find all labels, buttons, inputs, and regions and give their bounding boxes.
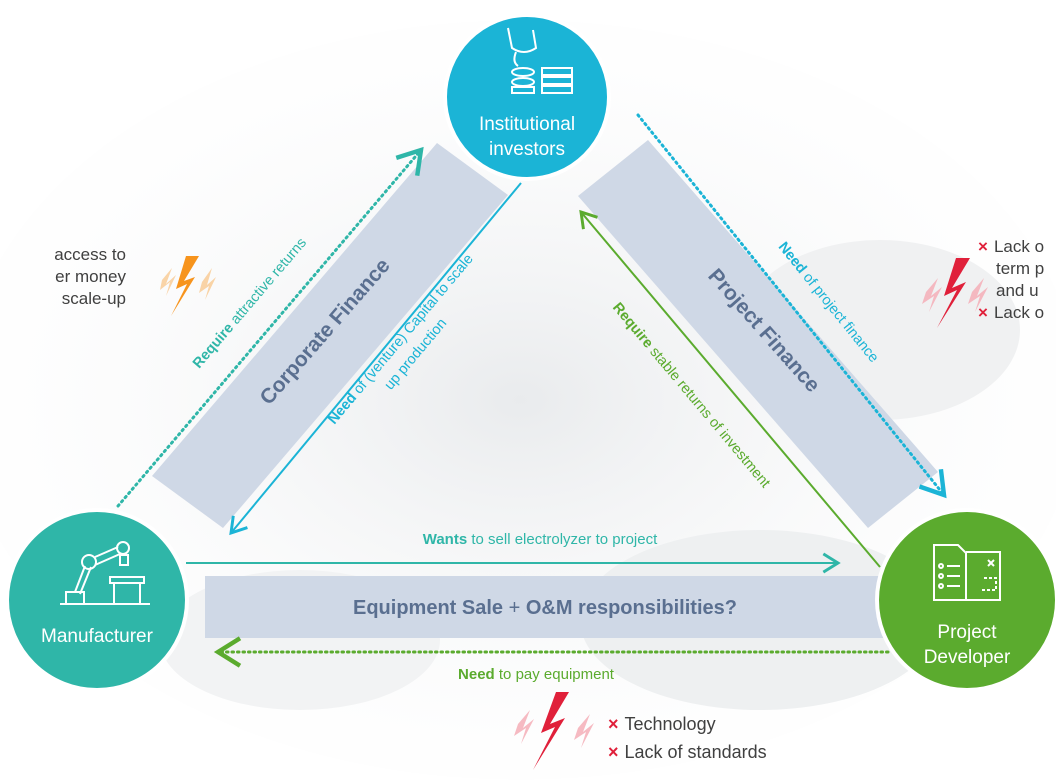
right-barrier-item: ×Lack o	[978, 237, 1045, 256]
project-finance-band	[578, 140, 938, 528]
corporate-finance-band	[152, 143, 508, 528]
require-returns-arrow	[116, 146, 424, 508]
institutional-investors-label: Institutional investors	[452, 112, 602, 162]
right-barrier-item-cont: term p	[996, 259, 1045, 278]
right-barrier-item-cont: and u	[996, 281, 1039, 300]
right-barrier-list: ×Lack o term p and u ×Lack o	[978, 236, 1044, 324]
hand-coins-icon	[507, 27, 573, 94]
left-barrier-line: access to	[54, 245, 126, 264]
manufacturer-label: Manufacturer	[22, 624, 172, 649]
left-barrier-line: scale-up	[61, 289, 126, 308]
warning-lightning-bottom-icon	[514, 692, 594, 770]
developer-label-line2: Developer	[923, 647, 1011, 668]
need-project-finance-arrow	[636, 113, 947, 499]
investors-label-line2: investors	[488, 139, 566, 160]
bottom-barrier-list: ×Technology ×Lack of standards	[608, 710, 767, 766]
manufacturer-node	[5, 508, 189, 692]
blueprint-document-icon	[933, 544, 1001, 601]
bottom-barrier-item-standards: ×Lack of standards	[608, 742, 767, 762]
developer-label-line1: Project	[937, 622, 997, 643]
manufacturer-label-text: Manufacturer	[41, 626, 153, 647]
left-barrier-text: access to er money scale-up	[54, 244, 126, 310]
require-stable-returns-arrow	[579, 209, 881, 568]
project-developer-label: Project Developer	[892, 620, 1042, 670]
need-pay-label: Need to pay equipment	[458, 666, 615, 683]
right-barrier-item: ×Lack o	[978, 303, 1045, 322]
wants-sell-label: Wants to sell electrolyzer to project	[423, 531, 658, 548]
institutional-investors-node	[443, 13, 611, 181]
robot-arm-icon	[60, 541, 150, 605]
left-barrier-line: er money	[55, 267, 126, 286]
need-capital-arrow	[229, 182, 522, 536]
bottom-barrier-item-technology: ×Technology	[608, 714, 716, 734]
warning-lightning-left-icon	[160, 256, 216, 316]
warning-lightning-right-icon	[922, 258, 988, 328]
investors-label-line1: Institutional	[478, 114, 576, 135]
equipment-band	[205, 576, 885, 638]
equipment-band-label: Equipment Sale + O&M responsibilities?	[353, 597, 737, 619]
